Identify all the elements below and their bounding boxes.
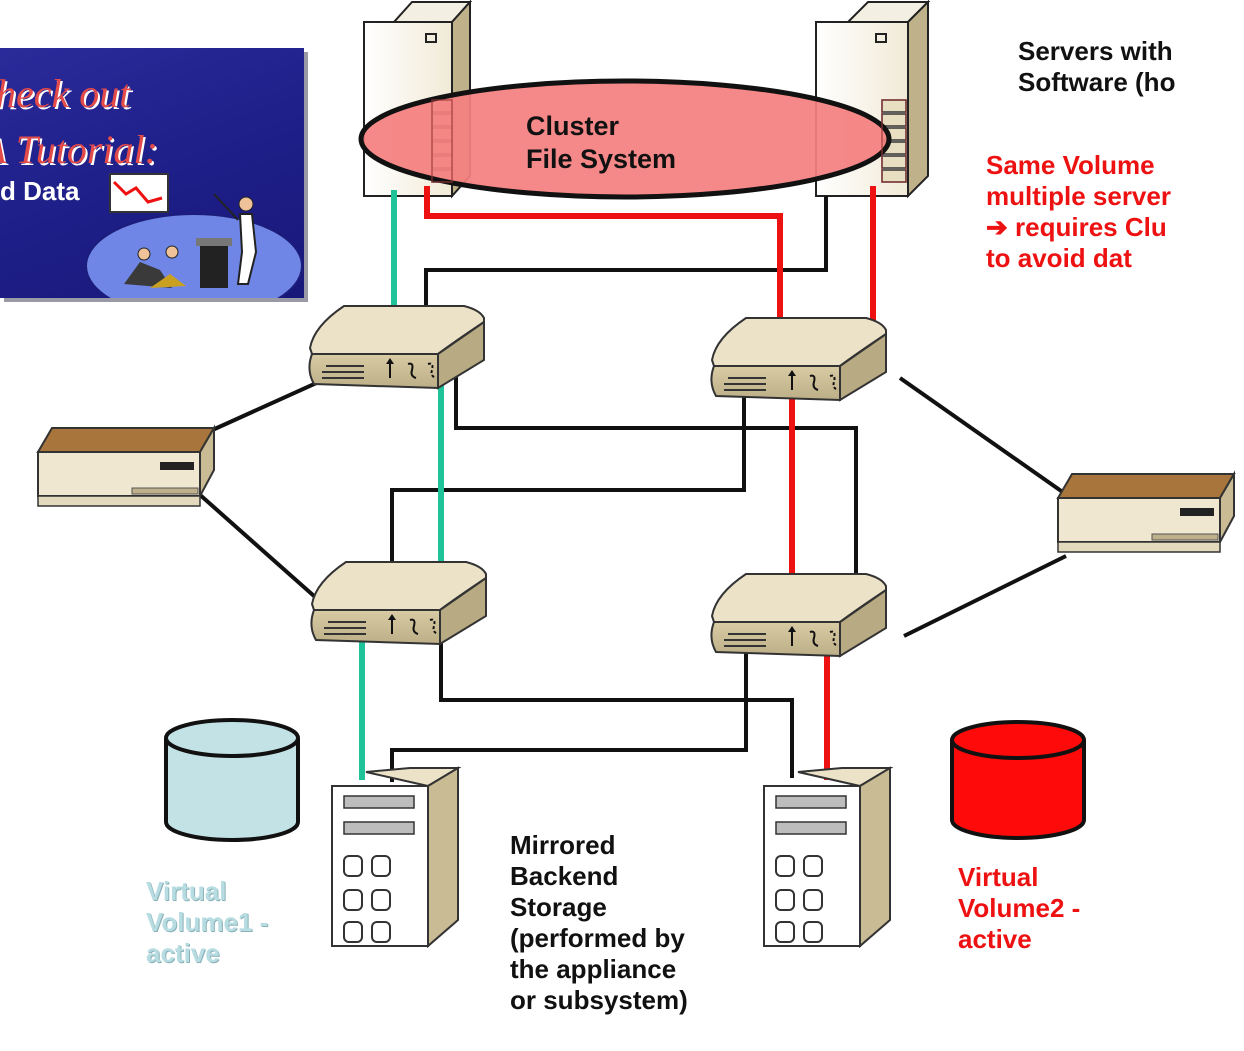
- virtual-volume1-label: Virtual Volume1 - active: [146, 876, 269, 968]
- black-links: [188, 196, 1076, 782]
- green-path: [359, 190, 444, 780]
- switch-top-left[interactable]: [303, 305, 485, 389]
- virtual-volume2-label: Virtual Volume2 - active: [958, 862, 1081, 954]
- red-path: [424, 186, 876, 780]
- same-volume-warning: Same Volume multiple server ➔ requires C…: [986, 150, 1171, 273]
- tutorial-promo-banner[interactable]: heck out A Tutorial: d Data: [0, 48, 304, 298]
- promo-line-2: A Tutorial:: [0, 127, 158, 172]
- power-button-icon: [875, 33, 887, 43]
- servers-software-label: Servers with Software (ho: [1018, 36, 1176, 97]
- promo-line-3: d Data: [0, 176, 80, 206]
- switch-top-right[interactable]: [705, 317, 887, 401]
- cluster-file-system-label: Cluster File System: [526, 111, 677, 174]
- virtual-volume1-cylinder-icon: [164, 718, 300, 842]
- mirrored-storage-label: Mirrored Backend Storage (performed by t…: [510, 830, 688, 1015]
- virtualization-appliance-left[interactable]: [37, 427, 215, 507]
- switch-bottom-right[interactable]: [705, 573, 887, 657]
- virtualization-appliance-right[interactable]: [1057, 473, 1235, 553]
- cluster-file-system-ellipse: [358, 78, 892, 200]
- switch-bottom-left[interactable]: [305, 561, 487, 645]
- storage-subsystem-right[interactable]: [763, 767, 891, 947]
- virtual-volume2-cylinder-icon: [950, 720, 1086, 840]
- presenter-clipart-icon: [85, 173, 303, 298]
- power-button-icon: [425, 33, 437, 43]
- storage-subsystem-left[interactable]: [331, 767, 459, 947]
- promo-line-1: heck out: [0, 71, 131, 116]
